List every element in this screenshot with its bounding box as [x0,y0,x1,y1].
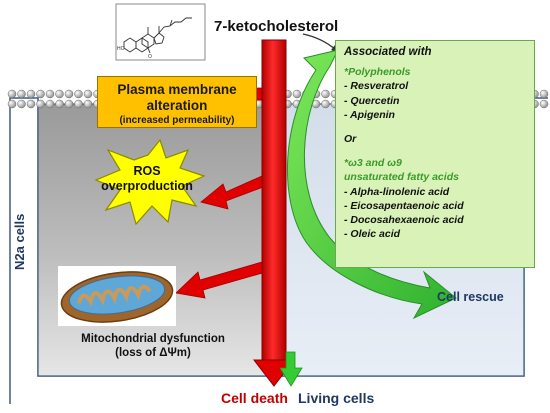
plasma-membrane-box: Plasma membrane alteration (increased pe… [97,76,257,128]
plasma-membrane-title: Plasma membrane alteration [117,82,237,113]
cell-death-label: Cell death [221,390,288,406]
red-arrow-ros [200,175,267,210]
polyphenol-item: - Resveratrol [344,80,409,93]
svg-text:HO: HO [117,46,125,52]
membrane-lipid-bead [55,99,64,109]
membrane-lipid-bead [539,89,549,99]
membrane-lipid-bead [7,89,17,99]
molecule-title: 7-ketocholesterol [214,18,339,35]
membrane-lipid-bead [74,89,83,99]
membrane-lipid-bead [7,99,17,109]
membrane-lipid-bead [45,89,55,99]
ros-label: ROS overproduction [101,164,193,193]
mitochondria-label: Mitochondrial dysfunction (loss of ΔΨm) [48,332,258,360]
membrane-lipid-bead [83,99,93,109]
membrane-lipid-bead [17,89,26,99]
fatty-acid-item: - Docosahexaenoic acid [344,214,464,227]
living-cells-arrow [279,351,303,387]
molecule-structure-image: HO O [115,3,206,61]
link-arrow [302,33,337,51]
association-box: Associated with *Polyphenols - Resveratr… [335,40,535,268]
cell-type-label: N2a cells [12,213,27,270]
cell-death-arrow [252,39,296,387]
membrane-lipid-bead [17,99,26,109]
fatty-acids-heading-1: *ω3 and ω9 [344,157,402,170]
membrane-lipid-bead [64,99,74,109]
living-cells-label: Living cells [298,390,375,406]
association-heading: Associated with [344,46,432,58]
membrane-lipid-bead [36,99,45,109]
membrane-lipid-bead [55,89,64,99]
membrane-lipid-bead [539,99,549,109]
cell-rescue-arrow [286,49,457,320]
svg-text:O: O [148,54,152,60]
plasma-membrane-subtitle: (increased permeability) [119,115,235,126]
polyphenols-heading: *Polyphenols [344,66,411,79]
polyphenol-item: - Quercetin [344,94,400,107]
membrane-lipid-bead [26,89,36,99]
cell-rescue-label: Cell rescue [437,290,504,304]
membrane-lipid-bead [321,99,330,109]
membrane-lipid-bead [83,89,93,99]
membrane-lipid-bead [36,89,45,99]
or-label: Or [344,133,357,146]
mitochondria-label-line1: Mitochondrial dysfunction [81,333,225,345]
membrane-lipid-bead [26,99,36,109]
polyphenol-item: - Apigenin [344,108,395,121]
red-arrow-mito [175,261,267,299]
membrane-lipid-bead [64,89,74,99]
mitochondria-label-line2: (loss of ΔΨm) [115,347,191,359]
fatty-acid-item: - Oleic acid [344,228,401,241]
mitochondrion-image [58,266,176,326]
ros-star [94,138,206,226]
fatty-acids-heading-2: unsaturated fatty acids [344,171,459,184]
membrane-lipid-bead [74,99,83,109]
fatty-acid-item: - Alpha-linolenic acid [344,185,450,198]
membrane-lipid-bead [292,89,302,99]
membrane-lipid-bead [321,89,330,99]
membrane-lipid-bead [45,99,55,109]
fatty-acid-item: - Eicosapentaenoic acid [344,199,464,212]
